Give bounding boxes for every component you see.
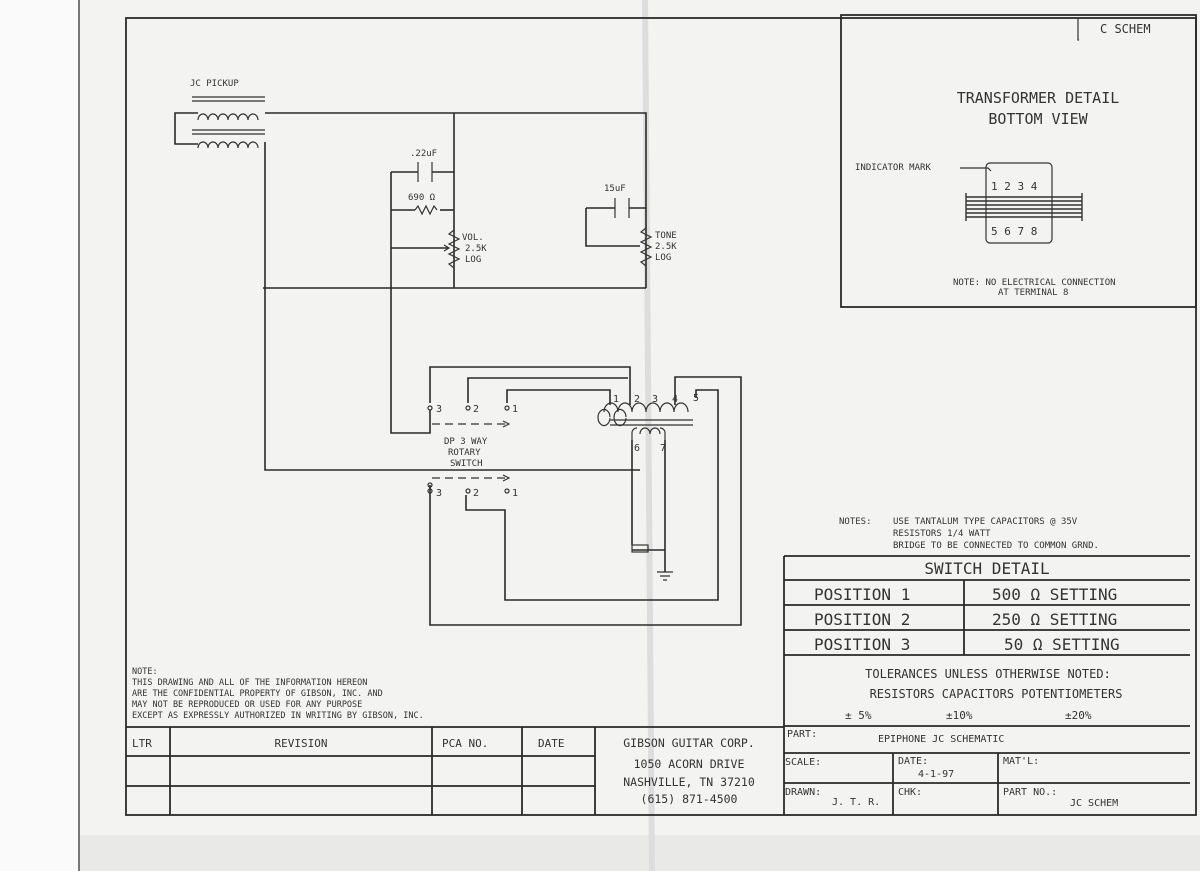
notes-label: NOTES:: [839, 517, 872, 527]
tolerances-title: TOLERANCES UNLESS OTHERWISE NOTED:: [865, 667, 1111, 681]
vol-label: VOL.: [462, 233, 484, 243]
vol-value: 2.5K: [465, 244, 487, 254]
core-lamination-icon: [965, 193, 1083, 221]
transformer-detail: TRANSFORMER DETAIL BOTTOM VIEW INDICATOR…: [840, 14, 1197, 308]
chk-label: CHK:: [898, 787, 922, 798]
scan-margin: [0, 0, 80, 871]
position-cell: POSITION 2: [814, 610, 910, 629]
resistor-690: 690 Ω: [408, 193, 438, 216]
col-revision: REVISION: [275, 737, 328, 750]
volume-pot: VOL. 2.5K LOG: [443, 229, 487, 288]
setting-cell: 50 Ω SETTING: [1004, 635, 1120, 654]
tx-term-6: 6: [634, 443, 640, 454]
matl-label: MAT'L:: [1003, 756, 1039, 767]
col-date: DATE: [538, 737, 565, 750]
position-cell: POSITION 3: [814, 635, 910, 654]
scan-bottom: [80, 835, 1200, 871]
sw-up-3: 3: [436, 404, 442, 415]
title-block: PART: EPIPHONE JC SCHEMATIC SCALE: DATE:…: [784, 725, 1190, 815]
notes: NOTES: USE TANTALUM TYPE CAPACITORS @ 35…: [839, 517, 1099, 551]
company-phone: (615) 871-4500: [641, 792, 738, 806]
partno-label: PART NO.:: [1003, 787, 1057, 798]
company-name: GIBSON GUITAR CORP.: [623, 736, 755, 750]
tone-label: TONE: [655, 231, 677, 241]
tx-term-5: 5: [693, 393, 699, 404]
cap2-label: 15uF: [604, 184, 626, 194]
tx-detail-subtitle: BOTTOM VIEW: [988, 110, 1088, 128]
confidential-note: NOTE: THIS DRAWING AND ALL OF THE INFORM…: [132, 667, 424, 721]
corner-label-text: C SCHEM: [1100, 22, 1151, 36]
sw-lo-3: 3: [436, 488, 442, 499]
part-value: EPIPHONE JC SCHEMATIC: [878, 734, 1004, 745]
tone-value: 2.5K: [655, 242, 677, 252]
tx-note-1: NOTE: NO ELECTRICAL CONNECTION: [953, 278, 1116, 288]
tx-term-1: 1: [613, 394, 619, 405]
bottom-pins: 5 6 7 8: [991, 225, 1037, 238]
position-cell: POSITION 1: [814, 585, 910, 604]
res1-label: 690 Ω: [408, 193, 436, 203]
tx-term-7: 7: [660, 443, 666, 454]
cap1-label: .22uF: [410, 149, 437, 159]
tx-term-4: 4: [672, 394, 678, 405]
switch-detail-table: SWITCH DETAIL POSITION 1 500 Ω SETTING P…: [783, 555, 1190, 815]
scale-label: SCALE:: [785, 757, 821, 768]
transformer: 1 2 3 4 5 6 7: [597, 393, 699, 454]
drawn-label: DRAWN:: [785, 787, 821, 798]
drawing-border: [125, 17, 1197, 816]
tol-capacitors: ±10%: [946, 709, 973, 722]
note-line: BRIDGE TO BE CONNECTED TO COMMON GRND.: [893, 541, 1099, 551]
switch-detail-title: SWITCH DETAIL: [924, 559, 1049, 578]
switch-label-1: DP 3 WAY: [444, 437, 488, 447]
circuit-wiring: [263, 112, 742, 626]
tol-pots: ±20%: [1065, 709, 1092, 722]
top-pins: 1 2 3 4: [991, 180, 1038, 193]
conf-line: ARE THE CONFIDENTIAL PROPERTY OF GIBSON,…: [132, 689, 383, 699]
tx-detail-title: TRANSFORMER DETAIL: [957, 89, 1120, 107]
tolerances-headers: RESISTORS CAPACITORS POTENTIOMETERS: [870, 687, 1123, 701]
switch-label-3: SWITCH: [450, 459, 483, 469]
date-value: 4-1-97: [918, 769, 954, 780]
sw-lo-1: 1: [512, 488, 518, 499]
conf-line: MAY NOT BE REPRODUCED OR USED FOR ANY PU…: [132, 700, 362, 710]
part-label: PART:: [787, 729, 817, 740]
capacitor-15uf: 15uF: [604, 184, 630, 218]
tone-pot: TONE 2.5K LOG: [639, 227, 677, 267]
sw-lo-2: 2: [473, 488, 479, 499]
jc-pickup: JC PICKUP: [174, 79, 265, 149]
note-line: RESISTORS 1/4 WATT: [893, 529, 991, 539]
tone-taper: LOG: [655, 253, 671, 263]
sw-up-1: 1: [512, 404, 518, 415]
ground-icon: [657, 571, 673, 581]
sw-up-2: 2: [473, 404, 479, 415]
setting-cell: 500 Ω SETTING: [992, 585, 1117, 604]
vol-taper: LOG: [465, 255, 481, 265]
company-city: NASHVILLE, TN 37210: [623, 775, 755, 789]
revision-table: LTR REVISION PCA NO. DATE: [126, 726, 784, 815]
tx-term-3: 3: [652, 394, 658, 405]
tx-note-2: AT TERMINAL 8: [998, 288, 1068, 298]
drawn-value: J. T. R.: [832, 797, 880, 808]
setting-cell: 250 Ω SETTING: [992, 610, 1117, 629]
tol-resistors: ± 5%: [845, 709, 872, 722]
pickup-label: JC PICKUP: [190, 79, 239, 89]
conf-line: EXCEPT AS EXPRESSLY AUTHORIZED IN WRITIN…: [132, 711, 424, 721]
col-pca: PCA NO.: [442, 737, 488, 750]
company-block: GIBSON GUITAR CORP. 1050 ACORN DRIVE NAS…: [623, 736, 755, 806]
company-street: 1050 ACORN DRIVE: [634, 757, 745, 771]
col-ltr: LTR: [132, 737, 152, 750]
rotary-switch: 3 2 1 DP 3 WAY ROTARY SWITCH 3 2 1: [427, 404, 518, 499]
partno-value: JC SCHEM: [1070, 798, 1118, 809]
conf-label: NOTE:: [132, 667, 158, 677]
tx-term-2: 2: [634, 394, 640, 405]
switch-label-2: ROTARY: [448, 448, 481, 458]
capacitor-022uf: .22uF: [410, 149, 437, 182]
conf-line: THIS DRAWING AND ALL OF THE INFORMATION …: [132, 678, 367, 688]
indicator-label: INDICATOR MARK: [855, 163, 931, 173]
date-label: DATE:: [898, 756, 928, 767]
note-line: USE TANTALUM TYPE CAPACITORS @ 35V: [893, 517, 1078, 527]
corner-label: C SCHEM: [1077, 18, 1151, 41]
